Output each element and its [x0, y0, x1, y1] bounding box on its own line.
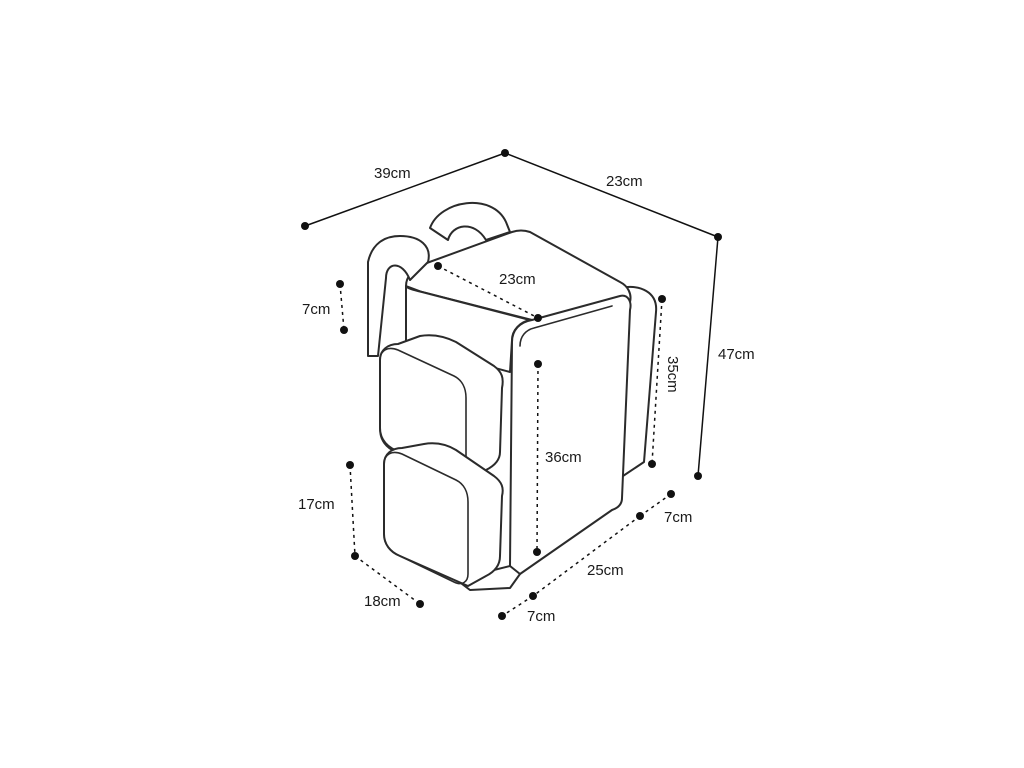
- dot: [351, 552, 359, 560]
- label-rear-height: 35cm: [664, 356, 681, 393]
- dot: [648, 460, 656, 468]
- dim-line-base-width: [532, 515, 641, 597]
- backpack-illustration: [367, 201, 658, 591]
- dot: [498, 612, 506, 620]
- label-top-right-depth: 23cm: [606, 173, 643, 190]
- rear-shoulder-strap: [429, 201, 511, 241]
- label-side-pocket-depth-top: 7cm: [302, 301, 330, 318]
- dimension-lines: [304, 152, 719, 617]
- dim-line-front-depth-left: [501, 595, 534, 617]
- dot: [336, 280, 344, 288]
- front-shoulder-strap: [367, 235, 430, 357]
- dim-line-top-panel: [437, 265, 539, 319]
- label-base-width: 25cm: [587, 562, 624, 579]
- dot: [714, 233, 722, 241]
- label-side-pocket-width: 18cm: [364, 593, 401, 610]
- label-main-height: 36cm: [545, 449, 582, 466]
- dot: [346, 461, 354, 469]
- dot: [501, 149, 509, 157]
- dimension-dots: [301, 149, 722, 620]
- label-side-pocket-height: 17cm: [298, 496, 335, 513]
- dot: [636, 512, 644, 520]
- main-body-front: [509, 294, 632, 577]
- dim-line-main-height: [536, 363, 539, 553]
- label-top-panel-width: 23cm: [499, 271, 536, 288]
- dot: [434, 262, 442, 270]
- dot: [694, 472, 702, 480]
- dot: [301, 222, 309, 230]
- dimension-labels: 39cm 23cm 47cm 23cm 7cm 36cm 35cm 17cm 1…: [298, 165, 755, 625]
- dot: [534, 360, 542, 368]
- dim-line-pocket-height: [349, 464, 356, 557]
- dot: [533, 548, 541, 556]
- dot: [667, 490, 675, 498]
- label-overall-height: 47cm: [718, 346, 755, 363]
- dot: [416, 600, 424, 608]
- label-front-depth-right: 7cm: [664, 509, 692, 526]
- dim-line-top-right: [504, 152, 719, 238]
- label-front-depth-left: 7cm: [527, 608, 555, 625]
- dot: [340, 326, 348, 334]
- label-top-left-width: 39cm: [374, 165, 411, 182]
- dim-line-pocket-top: [339, 283, 345, 331]
- dim-line-top-left: [304, 152, 506, 227]
- dot: [658, 295, 666, 303]
- dot: [529, 592, 537, 600]
- body-inner-edge: [519, 305, 613, 347]
- dim-line-overall-height: [697, 236, 719, 477]
- dot: [534, 314, 542, 322]
- lower-pocket-front: [383, 451, 469, 585]
